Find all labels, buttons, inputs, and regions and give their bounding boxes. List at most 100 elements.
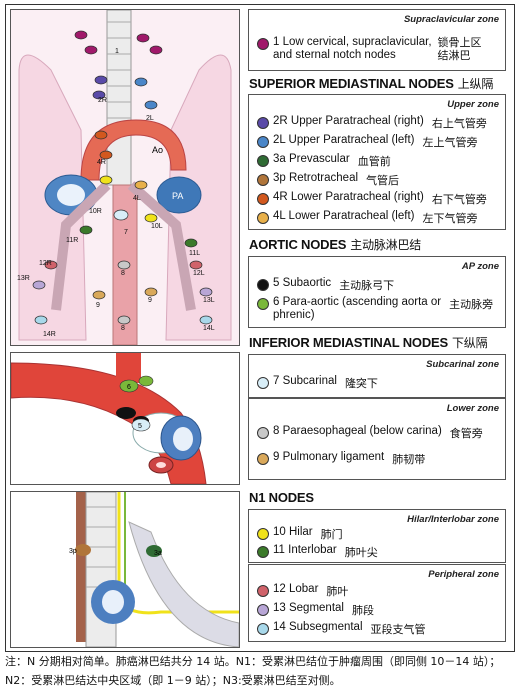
svg-text:8: 8 — [121, 270, 125, 277]
superior-box: Upper zone 2R Upper Paratracheal (right)… — [248, 94, 506, 230]
node-swatch — [257, 604, 269, 616]
supraclavicular-box: Supraclavicular zone 1 Low cervical, sup… — [248, 9, 506, 71]
svg-text:9: 9 — [96, 302, 100, 309]
legend-label-zh: 肺段 — [351, 604, 374, 617]
legend-label: 2L Upper Paratracheal (left) — [273, 134, 415, 146]
svg-text:6: 6 — [127, 384, 131, 391]
svg-text:PA: PA — [172, 191, 183, 201]
zone-label: Peripheral zone — [428, 569, 499, 580]
svg-text:10R: 10R — [89, 208, 102, 215]
legend-item: 9 Pulmonary ligament 肺韧带 — [257, 451, 425, 467]
legend-item: 12 Lobar 肺叶 — [257, 583, 348, 599]
legend-label: 12 Lobar — [273, 583, 319, 595]
legend-label: 10 Hilar — [273, 526, 313, 538]
legend-label-zh: 隆突下 — [344, 377, 378, 390]
aortic-box: AP zone 5 Subaortic 主动脉弓下 6 Para-aortic (a… — [248, 256, 506, 328]
mediastinum-illustration: PA Ao — [10, 9, 240, 346]
legend-label: 11 Interlobar — [273, 544, 337, 556]
legend-label: 9 Pulmonary ligament — [273, 451, 385, 463]
legend-label-zh: 亚段支气管 — [370, 623, 426, 636]
zone-label: Lower zone — [446, 403, 499, 414]
legend-item: 13 Segmental 肺段 — [257, 602, 374, 618]
legend-label: 4R Lower Paratracheal (right) — [273, 191, 424, 203]
svg-text:3a: 3a — [154, 550, 162, 557]
zone-label: Supraclavicular zone — [403, 14, 499, 25]
svg-text:14R: 14R — [43, 331, 56, 338]
node-swatch — [257, 155, 269, 167]
svg-text:3p: 3p — [69, 548, 77, 555]
legend-label: 3p Retrotracheal — [273, 172, 359, 184]
zone-label: Hilar/Interlobar zone — [407, 514, 499, 525]
n1-peripheral-box: Peripheral zone 12 Lobar 肺叶 13 Segmental 肺段… — [248, 564, 506, 642]
svg-text:2L: 2L — [146, 115, 154, 122]
legend-label: 8 Paraesophageal (below carina) — [273, 425, 442, 437]
legend-label-zh: 气管后 — [366, 174, 400, 187]
svg-text:12R: 12R — [39, 260, 52, 267]
legend-label: 3a Prevascular — [273, 153, 350, 165]
svg-text:9: 9 — [148, 297, 152, 304]
svg-text:2R: 2R — [98, 97, 107, 104]
zone-label: Subcarinal zone — [426, 359, 499, 370]
svg-text:4L: 4L — [133, 195, 141, 202]
legend-item: 2L Upper Paratracheal (left) 左上气管旁 — [257, 134, 477, 150]
legend-label-zh: 左下气管旁 — [422, 212, 478, 225]
node-swatch — [257, 623, 269, 635]
svg-text:7: 7 — [124, 229, 128, 236]
svg-text:8: 8 — [121, 325, 125, 332]
legend-label: 4L Lower Paratracheal (left) — [273, 210, 415, 222]
svg-text:10L: 10L — [151, 223, 163, 230]
node-swatch — [257, 546, 269, 558]
svg-text:5: 5 — [138, 423, 142, 430]
node-swatch — [257, 427, 269, 439]
node-swatch — [257, 528, 269, 540]
legend-item: 7 Subcarinal 隆突下 — [257, 375, 378, 391]
legend-label: 5 Subaortic — [273, 277, 332, 289]
inferior-lower-box: Lower zone 8 Paraesophageal (below carin… — [248, 398, 506, 480]
node-swatch — [257, 193, 269, 205]
legend-label-zh: 血管前 — [357, 155, 391, 168]
legend-label: 7 Subcarinal — [273, 375, 337, 387]
node-swatch — [257, 117, 269, 129]
svg-text:11R: 11R — [66, 237, 78, 244]
node-swatch — [257, 279, 269, 291]
node-swatch — [257, 38, 269, 50]
legend-label: 6 Para-aortic (ascending aorta or phreni… — [273, 296, 442, 321]
legend-item: 4L Lower Paratracheal (left) 左下气管旁 — [257, 210, 477, 226]
node-swatch — [257, 298, 269, 310]
lymph-node-map: PA Ao — [11, 10, 239, 345]
legend-label-zh: 食管旁 — [449, 427, 483, 440]
node-swatch — [257, 136, 269, 148]
legend-label: 14 Subsegmental — [273, 621, 363, 633]
svg-text:14L: 14L — [203, 325, 215, 332]
legend-label: 13 Segmental — [273, 602, 344, 614]
legend-label-zh: 肺叶尖 — [344, 546, 378, 559]
legend-label-zh: 肺韧带 — [392, 453, 426, 466]
svg-text:4R: 4R — [97, 159, 106, 166]
legend-label-zh: 肺叶 — [326, 585, 349, 598]
prevascular-illustration: 3p 3a — [10, 491, 240, 648]
legend-label-zh: 主动脉旁 — [449, 298, 494, 311]
legend-item: 3a Prevascular 血管前 — [257, 153, 391, 169]
n1-heading: N1 NODES — [249, 490, 314, 505]
legend-label-zh: 左上气管旁 — [422, 136, 478, 149]
label-1: 1 — [115, 48, 119, 55]
svg-text:13L: 13L — [203, 297, 215, 304]
node-swatch — [257, 377, 269, 389]
node-swatch — [257, 212, 269, 224]
figure-frame — [5, 4, 515, 652]
legend-label-zh: 右下气管旁 — [431, 193, 487, 206]
svg-text:Ao: Ao — [152, 145, 163, 155]
zone-label: AP zone — [461, 261, 499, 272]
svg-text:12L: 12L — [193, 270, 205, 277]
legend-item: 14 Subsegmental 亚段支气管 — [257, 621, 426, 637]
legend-label-zh: 主动脉弓下 — [339, 279, 395, 292]
legend-item: 3p Retrotracheal 气管后 — [257, 172, 399, 188]
zone-label: Upper zone — [447, 99, 499, 110]
legend-label: 1 Low cervical, supraclavicular, and ste… — [273, 36, 432, 61]
